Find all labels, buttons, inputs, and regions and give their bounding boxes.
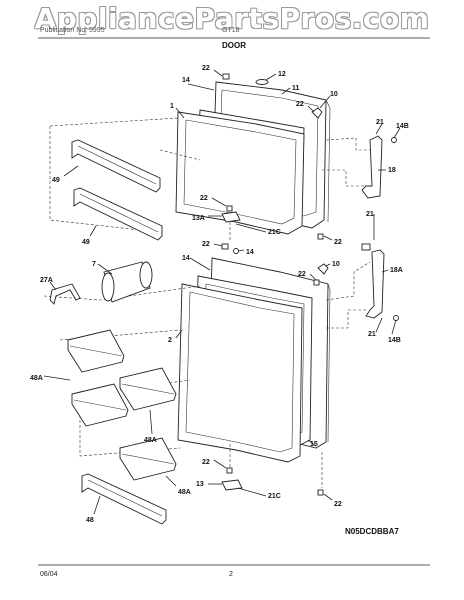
callout: 48A bbox=[144, 437, 157, 444]
freezer-shelf-lower bbox=[73, 187, 163, 241]
screw-22f bbox=[226, 467, 233, 474]
footer-date: 06/04 bbox=[40, 571, 58, 578]
callout: 11 bbox=[292, 85, 300, 92]
diagram-code: N05DCDBBA7 bbox=[345, 527, 399, 536]
door-shelf-48 bbox=[81, 473, 167, 525]
stop-10b bbox=[317, 263, 329, 275]
guide-line bbox=[326, 309, 368, 329]
callout: 10 bbox=[332, 261, 340, 268]
callout: 22 bbox=[334, 501, 342, 508]
callout: 22 bbox=[202, 459, 210, 466]
guide-line bbox=[49, 126, 141, 231]
callout: 12 bbox=[278, 71, 286, 78]
callout: 13A bbox=[192, 215, 205, 222]
door-bin-48a-lower bbox=[119, 437, 177, 481]
freezer-hinge bbox=[361, 135, 397, 199]
screw-22 bbox=[222, 73, 230, 80]
guide-line bbox=[43, 285, 201, 301]
publication-header: Publication No: 5995 bbox=[40, 27, 105, 34]
callout-labels: 22 12 14 11 1 22 10 21 14B 18 49 49 22 1… bbox=[30, 65, 409, 524]
callout: 22 bbox=[200, 195, 208, 202]
callout: 18A bbox=[390, 267, 403, 274]
callout: 21C bbox=[268, 229, 281, 236]
fresh-food-hinge bbox=[361, 243, 399, 321]
callout: 14 bbox=[182, 77, 190, 84]
dairy-door-handle-27a bbox=[49, 283, 81, 305]
guide-line bbox=[322, 169, 372, 187]
cam-13 bbox=[221, 479, 243, 491]
guide-line bbox=[159, 149, 201, 161]
callout: 48 bbox=[86, 517, 94, 524]
callout: 15 bbox=[310, 441, 318, 448]
callout: 18 bbox=[388, 167, 396, 174]
callout: 10 bbox=[330, 91, 338, 98]
callout: 1 bbox=[170, 103, 174, 110]
callout: 48A bbox=[30, 375, 43, 382]
guide-line bbox=[49, 117, 179, 127]
callout: 22 bbox=[296, 101, 304, 108]
door-bin-48a-middle-left bbox=[71, 383, 129, 427]
footer-page: 2 bbox=[229, 571, 233, 578]
callout: 22 bbox=[202, 241, 210, 248]
plug-12 bbox=[255, 79, 269, 85]
plug-14 bbox=[233, 248, 239, 254]
callout: 22 bbox=[334, 239, 342, 246]
screw-22b bbox=[226, 205, 233, 212]
leader-lines bbox=[43, 69, 401, 515]
door-bin-48a-middle-right bbox=[119, 367, 177, 411]
callout: 7 bbox=[92, 261, 96, 268]
callout: 49 bbox=[82, 239, 90, 246]
freezer-gasket bbox=[175, 111, 305, 235]
screw-22c bbox=[317, 233, 324, 240]
screw-22e bbox=[313, 279, 320, 286]
callout: 14B bbox=[388, 337, 401, 344]
callout: 27A bbox=[40, 277, 53, 284]
callout: 13 bbox=[196, 481, 204, 488]
callout: 14 bbox=[182, 255, 190, 262]
freezer-shelf-upper bbox=[71, 139, 161, 193]
callout: 14B bbox=[396, 123, 409, 130]
callout: 21C bbox=[268, 493, 281, 500]
screw-22d bbox=[221, 243, 229, 250]
fresh-food-gasket bbox=[177, 283, 303, 463]
callout: 21 bbox=[368, 331, 376, 338]
callout: 21 bbox=[366, 211, 374, 218]
cam-13a bbox=[221, 211, 241, 223]
model-header: GT18 bbox=[222, 27, 240, 34]
callout: 48A bbox=[178, 489, 191, 496]
callout: 21 bbox=[376, 119, 384, 126]
door-bin-48a-top bbox=[67, 329, 125, 373]
stop-10 bbox=[311, 107, 323, 119]
callout: 2 bbox=[168, 337, 172, 344]
callout: 49 bbox=[52, 177, 60, 184]
guide-line bbox=[325, 261, 371, 301]
dairy-compartment-7 bbox=[101, 261, 153, 303]
callout: 22 bbox=[298, 271, 306, 278]
callout: 14 bbox=[246, 249, 254, 256]
callout: 22 bbox=[202, 65, 210, 72]
watermark: AppliancePartsPros.com bbox=[34, 2, 430, 35]
guide-line bbox=[325, 137, 376, 151]
section-title: DOOR bbox=[222, 41, 246, 50]
screw-22g bbox=[317, 489, 324, 496]
